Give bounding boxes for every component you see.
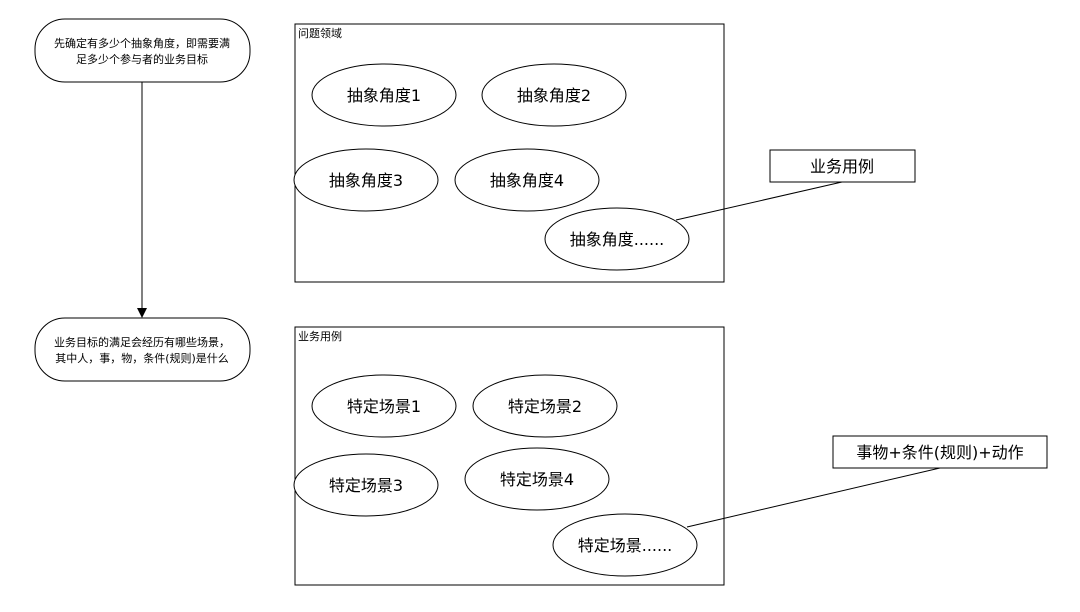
panel-2-ellipse-3-label: 特定场景3: [329, 476, 403, 495]
panel-2-ellipse-4[interactable]: 特定场景4: [464, 447, 610, 511]
panel-2-ellipse-2[interactable]: 特定场景2: [472, 374, 618, 438]
panel-use-case: 业务用例 特定场景1 特定场景2 特定场景3 特定场景4 特定场景......: [293, 326, 725, 586]
panel-1-ellipse-5[interactable]: 抽象角度......: [544, 207, 690, 271]
panel-1-ellipse-3-label: 抽象角度3: [329, 171, 403, 190]
step-1-line-2: 足多少个参与者的业务目标: [76, 52, 208, 66]
panel-2-ellipse-5[interactable]: 特定场景......: [552, 513, 698, 577]
callout-1-label: 业务用例: [810, 157, 874, 176]
callout-1-connector: [675, 181, 843, 221]
panel-1-ellipse-5-label: 抽象角度......: [570, 230, 665, 249]
panel-1-ellipse-4-label: 抽象角度4: [490, 171, 564, 190]
step-2-line-2: 其中人，事，物，条件(规则)是什么: [55, 351, 229, 365]
panel-1-ellipse-1-label: 抽象角度1: [347, 86, 421, 105]
panel-problem-domain: 问题领域 抽象角度1 抽象角度2 抽象角度3 抽象角度4 抽象角度......: [293, 23, 725, 283]
panel-1-ellipse-4[interactable]: 抽象角度4: [454, 148, 600, 212]
callout-use-case[interactable]: 业务用例: [769, 149, 916, 183]
panel-1-ellipse-3[interactable]: 抽象角度3: [293, 148, 439, 212]
callout-thing-condition-action[interactable]: 事物+条件(规则)+动作: [832, 435, 1048, 469]
panel-2-ellipse-4-label: 特定场景4: [500, 470, 574, 489]
step-1-line-1: 先确定有多少个抽象角度，即需要满: [54, 36, 230, 50]
panel-1-title: 问题领域: [298, 27, 342, 40]
panel-1-ellipse-2-label: 抽象角度2: [517, 86, 591, 105]
panel-2-title: 业务用例: [298, 329, 342, 343]
callout-2-label: 事物+条件(规则)+动作: [856, 443, 1023, 462]
panel-1-ellipse-1[interactable]: 抽象角度1: [311, 63, 457, 127]
step-box-1[interactable]: 先确定有多少个抽象角度，即需要满 足多少个参与者的业务目标: [34, 18, 251, 83]
panel-2-ellipse-3[interactable]: 特定场景3: [293, 453, 439, 517]
panel-2-ellipse-1[interactable]: 特定场景1: [311, 374, 457, 438]
step-box-2[interactable]: 业务目标的满足会经历有哪些场景， 其中人，事，物，条件(规则)是什么: [34, 317, 251, 382]
panel-1-ellipse-2[interactable]: 抽象角度2: [481, 63, 627, 127]
panel-2-ellipse-2-label: 特定场景2: [508, 397, 582, 416]
panel-2-ellipse-5-label: 特定场景......: [578, 536, 673, 555]
panel-2-ellipse-1-label: 特定场景1: [347, 397, 421, 416]
step-2-line-1: 业务目标的满足会经历有哪些场景，: [54, 335, 230, 349]
callout-2-connector: [686, 467, 941, 528]
